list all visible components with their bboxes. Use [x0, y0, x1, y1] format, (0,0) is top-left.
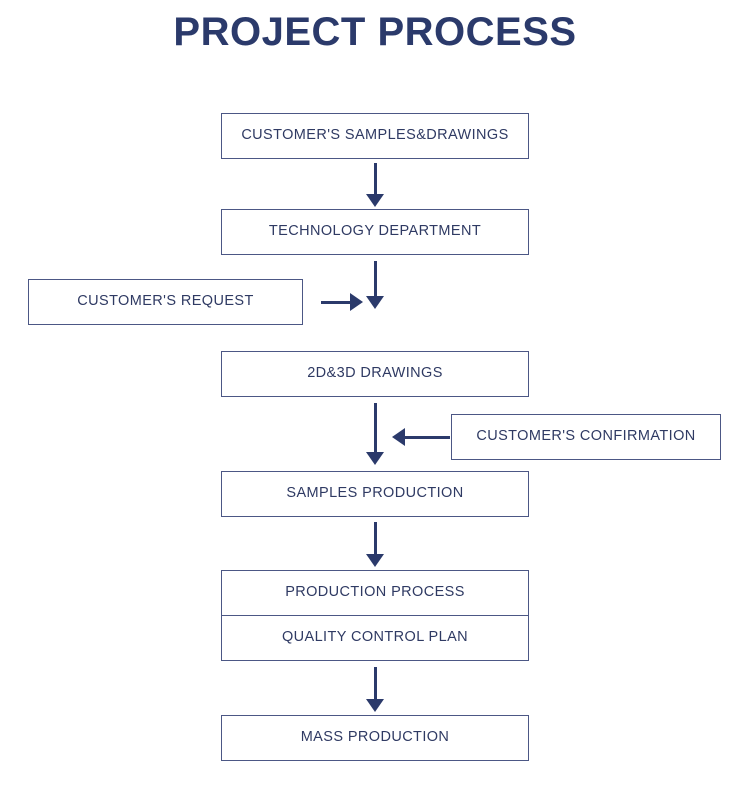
- arrow-right-icon-request-to-flow: [321, 293, 363, 311]
- arrow-head: [366, 554, 384, 567]
- node-label: CUSTOMER'S CONFIRMATION: [476, 428, 696, 445]
- arrow-shaft: [373, 522, 377, 554]
- arrow-down-icon-drawings-to-samples-production: [366, 403, 384, 465]
- arrow-shaft: [321, 300, 351, 304]
- arrow-shaft: [373, 163, 377, 194]
- node-mass-production[interactable]: MASS PRODUCTION: [221, 715, 529, 761]
- arrow-head: [366, 296, 384, 309]
- node-label: QUALITY CONTROL PLAN: [281, 629, 469, 646]
- arrow-down-icon-samples-to-production: [366, 522, 384, 567]
- arrow-head: [366, 699, 384, 712]
- arrow-left-icon-confirmation-to-flow: [392, 428, 450, 446]
- arrow-shaft: [373, 261, 377, 296]
- node-label: PRODUCTION PROCESS: [285, 584, 465, 601]
- node-label: 2D&3D DRAWINGS: [307, 365, 443, 382]
- node-label: CUSTOMER'S REQUEST: [77, 293, 254, 310]
- node-customers-request[interactable]: CUSTOMER'S REQUEST: [28, 279, 303, 325]
- node-technology-department[interactable]: TECHNOLOGY DEPARTMENT: [221, 209, 529, 255]
- node-quality-control-plan[interactable]: QUALITY CONTROL PLAN: [221, 615, 529, 661]
- node-samples-production[interactable]: SAMPLES PRODUCTION: [221, 471, 529, 517]
- arrow-head: [366, 194, 384, 207]
- arrow-head: [366, 452, 384, 465]
- page-title: PROJECT PROCESS: [173, 10, 577, 54]
- arrow-down-icon-samples-to-technology: [366, 163, 384, 207]
- arrow-shaft: [404, 435, 450, 439]
- node-label: CUSTOMER'S SAMPLES&DRAWINGS: [241, 127, 509, 144]
- node-label: MASS PRODUCTION: [300, 729, 450, 746]
- arrow-shaft: [373, 403, 377, 452]
- node-production-process[interactable]: PRODUCTION PROCESS: [221, 570, 529, 616]
- node-label: TECHNOLOGY DEPARTMENT: [268, 223, 482, 240]
- node-customers-samples-drawings[interactable]: CUSTOMER'S SAMPLES&DRAWINGS: [221, 113, 529, 159]
- arrow-down-icon-technology-to-drawings: [366, 261, 384, 309]
- arrow-shaft: [373, 667, 377, 699]
- node-label: SAMPLES PRODUCTION: [286, 485, 464, 502]
- arrow-head: [350, 293, 363, 311]
- node-customers-confirmation[interactable]: CUSTOMER'S CONFIRMATION: [451, 414, 721, 460]
- node-2d-3d-drawings[interactable]: 2D&3D DRAWINGS: [221, 351, 529, 397]
- arrow-down-icon-quality-to-mass-production: [366, 667, 384, 712]
- arrow-head: [392, 428, 405, 446]
